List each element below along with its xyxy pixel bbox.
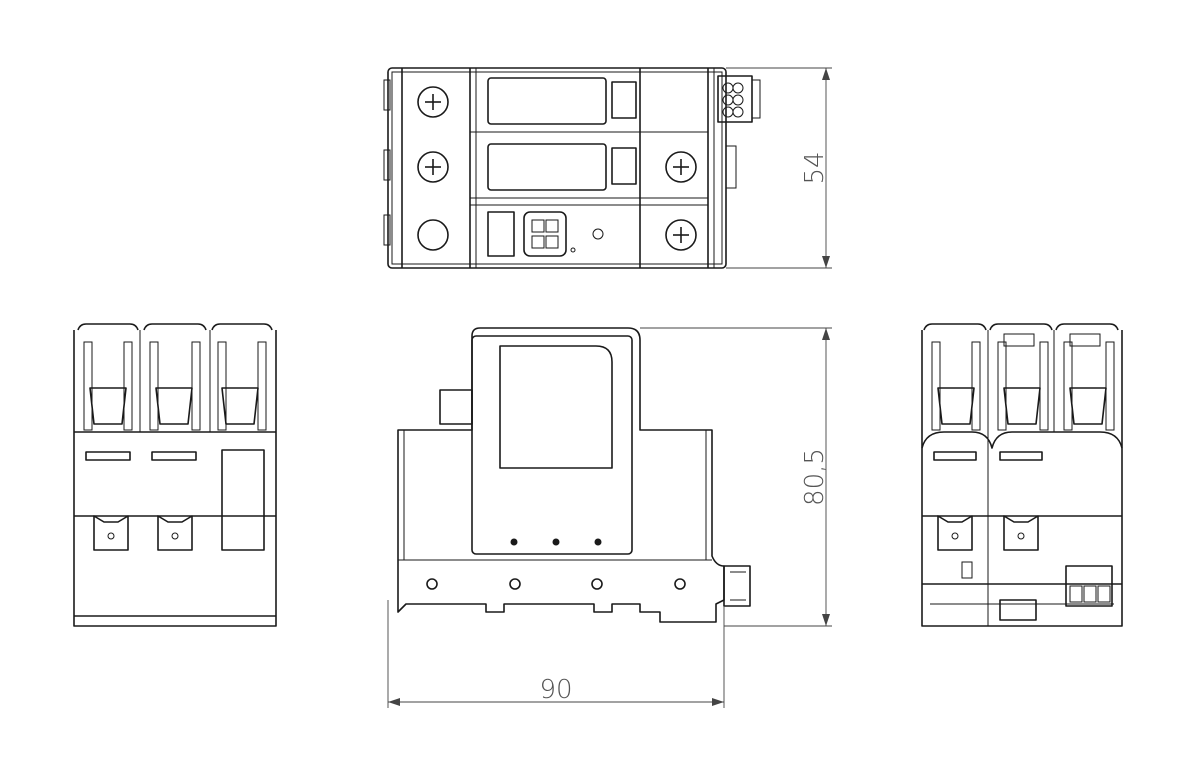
dimension-label-90: 90 xyxy=(539,675,572,705)
screw-icon xyxy=(417,86,449,118)
left-side-view xyxy=(73,323,277,627)
dimension-80-5: 80,5 xyxy=(640,327,832,627)
screw-icon xyxy=(665,219,697,251)
screw-icon xyxy=(417,151,449,183)
top-view xyxy=(383,67,761,269)
right-side-view xyxy=(921,323,1123,627)
dimension-90: 90 xyxy=(387,600,725,708)
front-view xyxy=(397,327,751,623)
dimension-label-80-5: 80,5 xyxy=(800,448,830,506)
dimension-54: 54 xyxy=(726,67,832,269)
dimension-label-54: 54 xyxy=(800,151,830,184)
screw-icon xyxy=(665,151,697,183)
